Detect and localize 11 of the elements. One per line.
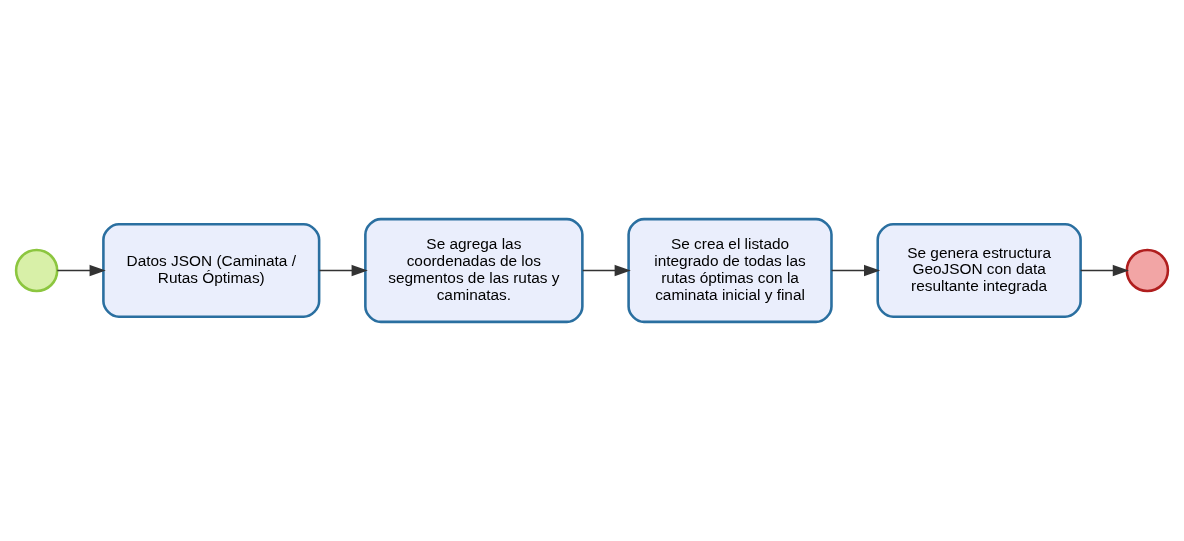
arrow (1079, 264, 1129, 277)
arrow (830, 264, 881, 277)
node-box: Se genera estructura GeoJSON con data resultante integrada (876, 223, 1082, 318)
arrow (318, 264, 368, 277)
node-box: Datos JSON (Caminata / Rutas Óptimas) (102, 223, 321, 318)
node-circle (1125, 248, 1170, 293)
arrow (581, 264, 631, 277)
arrow (56, 264, 106, 277)
node-box: Se agrega las coordenadas de los segmentos de las rutas y caminatas. (364, 217, 584, 324)
node-box: Se crea el listado integrado de todas las rutas óptimas con la caminata inicial y final (627, 217, 833, 324)
node-circle (14, 248, 59, 293)
